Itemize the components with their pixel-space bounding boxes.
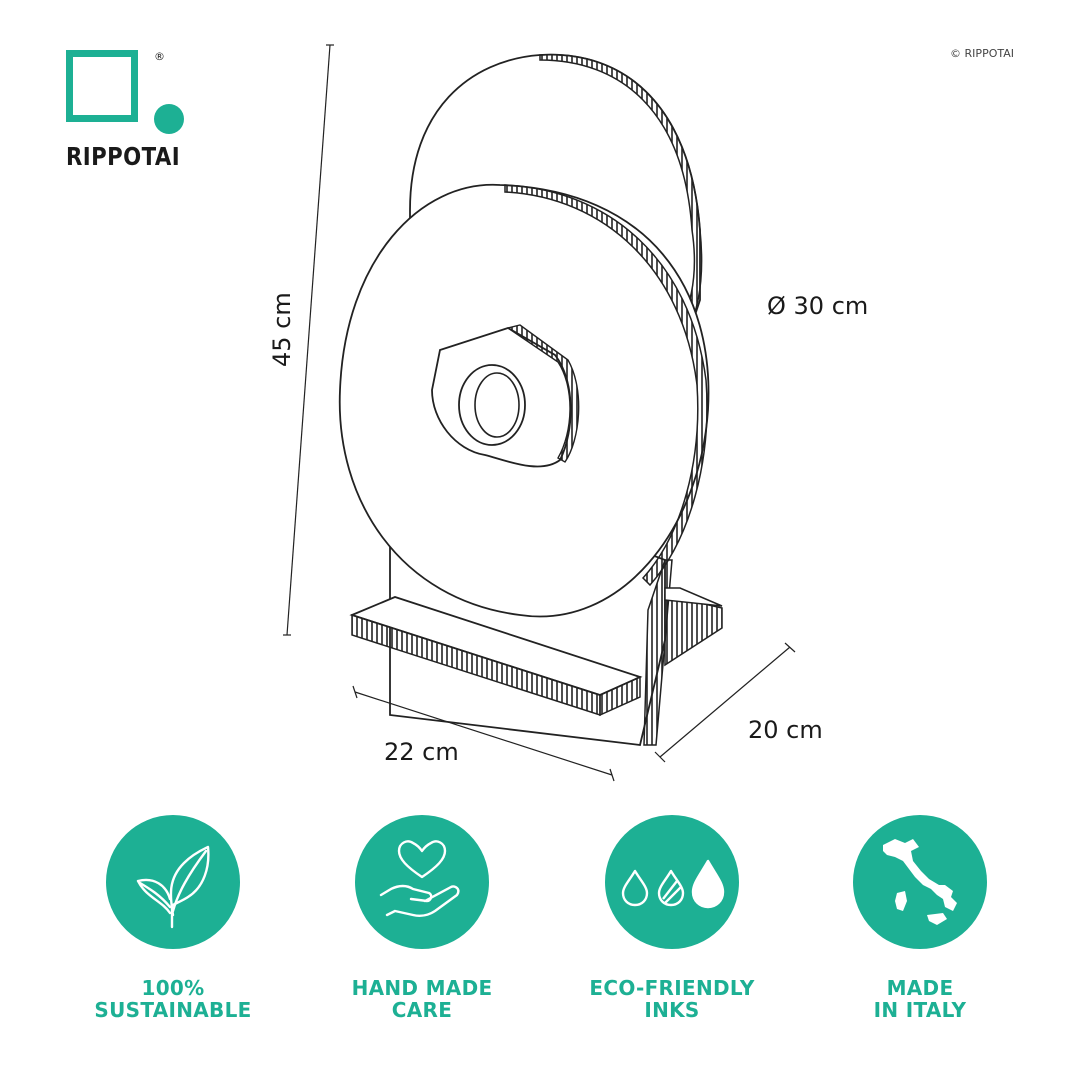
- badge-made-in-italy: MADE IN ITALY: [820, 815, 1020, 1021]
- depth-label: 20 cm: [748, 716, 823, 744]
- badge-line2: SUSTAINABLE: [94, 998, 252, 1022]
- diameter-label: Ø 30 cm: [767, 292, 869, 320]
- badge-eco-inks: ECO-FRIENDLY INKS: [572, 815, 772, 1021]
- width-label: 22 cm: [384, 738, 459, 766]
- badge-line1: HAND MADE: [351, 976, 493, 1000]
- logo-dot: [154, 104, 184, 134]
- feature-badges: 100% SUSTAINABLE HAND MADE CARE: [0, 815, 1080, 1035]
- badge-label: ECO-FRIENDLY INKS: [572, 977, 772, 1021]
- ink-drops-icon: [621, 859, 725, 909]
- badge-sustainable: 100% SUSTAINABLE: [73, 815, 273, 1021]
- badge-circle: [106, 815, 240, 949]
- badge-line1: 100%: [141, 976, 205, 1000]
- badge-circle: [853, 815, 987, 949]
- registered-mark: ®: [154, 50, 165, 63]
- badge-line2: CARE: [391, 998, 453, 1022]
- italy-map-icon: [883, 839, 957, 925]
- copyright-notice: © RIPPOTAI: [950, 47, 1014, 60]
- depth-dimension-line: [654, 642, 796, 763]
- badge-line2: IN ITALY: [873, 998, 967, 1022]
- product-drawing: [283, 44, 796, 782]
- logo-square: [66, 50, 138, 122]
- badge-line1: ECO-FRIENDLY: [589, 976, 755, 1000]
- height-dimension-line: [283, 44, 334, 636]
- leaf-icon: [136, 845, 210, 929]
- brand-logo: ® RIPPOTAI: [66, 50, 196, 180]
- badge-label: HAND MADE CARE: [322, 977, 522, 1021]
- badge-label: 100% SUSTAINABLE: [73, 977, 273, 1021]
- height-label: 45 cm: [268, 292, 296, 367]
- badge-circle: [355, 815, 489, 949]
- badge-line1: MADE: [886, 976, 954, 1000]
- badge-handmade: HAND MADE CARE: [322, 815, 522, 1021]
- badge-line2: INKS: [644, 998, 700, 1022]
- badge-label: MADE IN ITALY: [820, 977, 1020, 1021]
- base-plank: [349, 587, 723, 717]
- width-dimension-line: [352, 685, 615, 782]
- brand-name: RIPPOTAI: [66, 142, 181, 171]
- front-disc: [338, 184, 710, 618]
- badge-circle: [605, 815, 739, 949]
- heart-hand-icon: [379, 840, 460, 917]
